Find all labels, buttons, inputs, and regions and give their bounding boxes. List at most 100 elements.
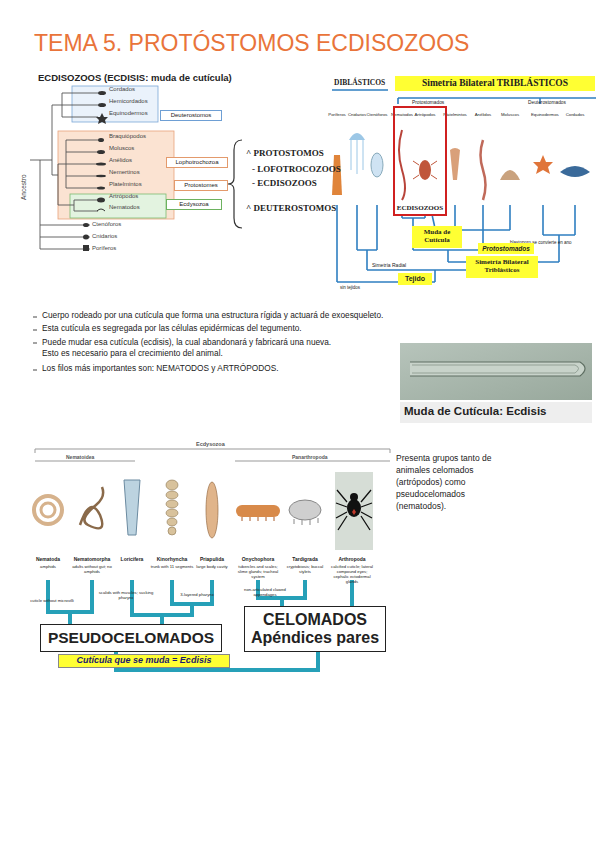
- side-note: Presenta grupos tanto de animales celoma…: [396, 453, 496, 512]
- clade-name: Nematoidea: [66, 454, 94, 460]
- classification-tree: [332, 90, 596, 282]
- phylogeny-regions-part: [58, 131, 174, 219]
- label-box: Protostomados: [478, 243, 534, 254]
- organism-icons-part: [351, 140, 363, 174]
- organism-icons-part: [371, 153, 383, 177]
- ecdysozoa-icons-part: [352, 509, 356, 515]
- organism-icons-part: [399, 130, 405, 200]
- taxon-name: Poríferos: [92, 245, 116, 252]
- phylogeny-tree-part: [30, 93, 98, 249]
- box-text: Muda de Cutícula: [412, 229, 462, 244]
- organism-icons-part: [413, 161, 437, 179]
- taxon-icons-part: [83, 235, 89, 240]
- taxon-name: Cordados: [109, 86, 135, 93]
- trait-note: trunk with 11 segments: [150, 564, 194, 569]
- group-name: ^ DEUTEROSTOMOS: [246, 203, 336, 214]
- bullet-text: Cuerpo rodeado por una cutícula que form…: [42, 311, 397, 321]
- ecdysozoa-header: [35, 449, 390, 461]
- taxon-icons-part: [97, 198, 105, 203]
- phylum-name: Nematoda: [24, 556, 72, 562]
- taxon-icons-part: [98, 103, 106, 107]
- organism-name: Cnidarios: [345, 112, 369, 117]
- ecdysozoa-icons-part: [236, 505, 280, 517]
- box-text: Lophotrochozoa: [175, 159, 218, 166]
- taxon-icons-part: [96, 175, 106, 177]
- ecdysozoa-icons-part: [242, 517, 274, 521]
- ecdysozoa-icons-part: [206, 482, 218, 538]
- group-header: Deuterostomados: [528, 100, 566, 106]
- organism-icons-part: [450, 148, 460, 180]
- taxon-name: Braquiópodos: [109, 133, 146, 140]
- phylum-name: Priapulida: [188, 556, 236, 562]
- box-text: Simetría Bilateral TRIBLÁSTICOS: [422, 78, 568, 88]
- ecdysozoa-icons-part: [124, 480, 140, 535]
- photo-caption: Muda de Cutícula: Ecdisis: [404, 405, 547, 419]
- label-box: Lophotrochozoa: [166, 157, 228, 168]
- bullet-dashes-part: [33, 317, 37, 370]
- ecdysozoa-icons-part: [347, 499, 361, 517]
- trait-note: adults without gut; no amphids: [70, 564, 114, 574]
- box-text: Apéndices pares: [251, 629, 379, 647]
- phylum-name: Loricifera: [108, 556, 156, 562]
- micrograph-part: [400, 402, 592, 423]
- label-box: PSEUDOCELOMADOS: [40, 624, 222, 652]
- branch-note: sin tejidos: [340, 285, 360, 290]
- label-box: Simetría Bilateral TRIBLÁSTICOS: [395, 76, 595, 91]
- label-box: Deuterostomos: [160, 110, 222, 121]
- trait-note: tubercles and scales; slime glands; trac…: [236, 564, 280, 579]
- box-text: Ecdysozoa: [179, 201, 208, 208]
- ecdysozoa-icons-part-part: [167, 518, 177, 526]
- group-name: ^ PROTOSTOMOS: [246, 148, 324, 159]
- trait-note: large body cavity: [190, 564, 234, 569]
- taxon-name: Anélidos: [109, 157, 132, 164]
- bullet-dashes: [33, 317, 37, 370]
- label-box: Tejido: [398, 273, 432, 285]
- organism-icons-part: [500, 170, 520, 180]
- ecdysozoa-icons-part: [336, 490, 372, 530]
- ecdysozoa-header-part: [35, 449, 390, 461]
- ecdysozoa-icons-part-part: [166, 509, 178, 517]
- ecdysozoa-icons-part: [289, 500, 321, 520]
- phylum-name: Onychophora: [234, 556, 282, 562]
- page-title: TEMA 5. PROTÓSTOMOS ECDISOZOOS: [34, 30, 469, 58]
- taxon-icons-part: [83, 245, 89, 251]
- organism-icons-part: [481, 140, 486, 200]
- box-text: Cutícula que se muda = Ecdisis: [77, 656, 212, 666]
- taxon-name: Nematodos: [109, 204, 140, 211]
- taxon-name: Nemertinos: [109, 169, 140, 176]
- label-box: CELOMADOSApéndices pares: [244, 606, 386, 652]
- organism-icons-part: [332, 155, 342, 195]
- phylum-name: Nematomorpha: [68, 556, 116, 562]
- organism-icons: [332, 130, 590, 200]
- organism-icons-part: [533, 155, 553, 174]
- phylum-name: Arthropoda: [328, 556, 376, 562]
- taxon-name: Platelmintos: [109, 181, 142, 188]
- micrograph-part: [410, 362, 585, 376]
- ecdysozoa-icons-part: [294, 518, 318, 525]
- taxon-icons-part: [97, 150, 105, 154]
- clade-name: Ecdysozoa: [196, 441, 225, 448]
- taxon-icons-part: [83, 223, 89, 227]
- phylum-name: Kinorhyncha: [148, 556, 196, 562]
- taxon-name: Cnidarios: [92, 233, 117, 240]
- ecdysozoa-tree-part: [48, 582, 92, 630]
- trait-note: non-articulated clawed appendages: [232, 587, 298, 597]
- connector: [432, 216, 434, 226]
- phylum-name: Tardigrada: [281, 556, 329, 562]
- organism-name: Artrópodos: [413, 112, 437, 117]
- taxon-icons-part: [96, 163, 106, 166]
- taxon-icons-part: [96, 113, 108, 124]
- ecdysozoa-icons-part-part: [166, 500, 178, 508]
- label-box: Protostomes: [174, 180, 228, 191]
- label-box: Ecdysozoa: [166, 199, 222, 210]
- taxon-name: Hemicordados: [109, 98, 148, 105]
- organism-icons-part: [349, 133, 365, 140]
- ecdysozoa-icons-part: [335, 472, 373, 550]
- box-text: Simetría Bilateral Triblásticos: [466, 259, 538, 274]
- taxon-name: Moluscos: [109, 145, 134, 152]
- trait-note: calcified cuticle; lateral compound eyes…: [330, 564, 374, 584]
- highlight-box: ECDISOZOOS: [393, 106, 447, 216]
- box-text: Deuterostomos: [171, 112, 212, 119]
- box-text: ECDISOZOOS: [397, 204, 443, 214]
